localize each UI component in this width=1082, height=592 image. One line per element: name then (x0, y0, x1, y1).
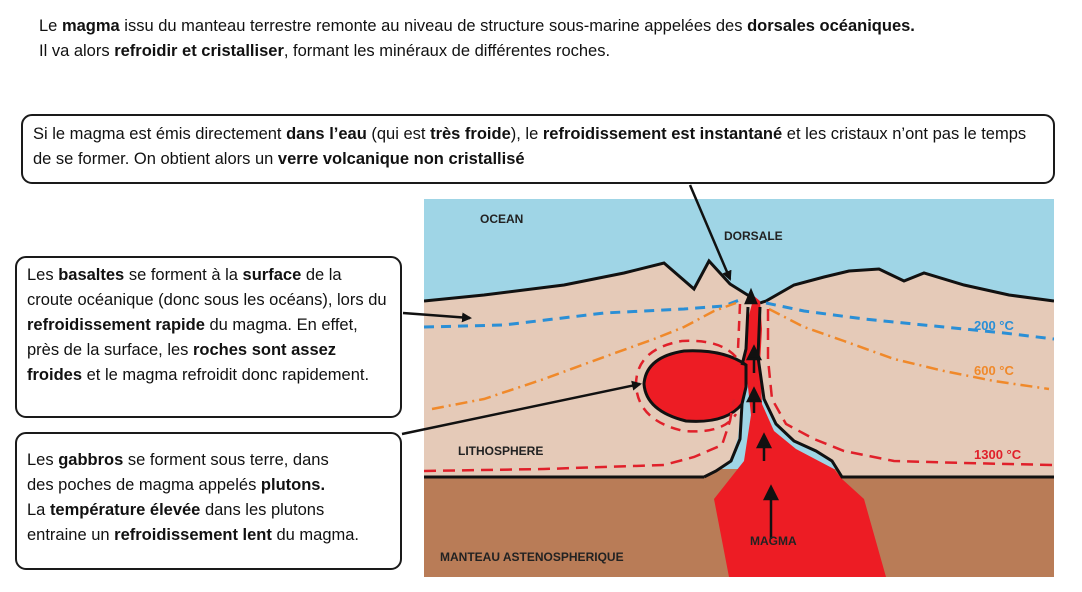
text-run-2: (qui est (366, 125, 431, 143)
label-lithosphere: LITHOSPHERE (458, 444, 543, 458)
magma-conduit-outline-left (703, 306, 750, 479)
text-run-0: Il va alors (39, 42, 115, 60)
bold-run-1: dans l’eau (286, 125, 367, 143)
ridge-cross-section-diagram: OCEAN DORSALE LITHOSPHERE MANTEAU ASTENO… (424, 199, 1054, 577)
bold-run-1: plutons. (260, 476, 326, 494)
text-run-2: dans les plutons (200, 501, 325, 519)
magma-flow-arrows (744, 287, 780, 539)
text-run-0: La (27, 501, 50, 519)
text-run-6: du magma. En effet, près de la surface, … (27, 316, 358, 359)
text-run-0: Si le magma est émis directement (33, 125, 287, 143)
isotherm-1300-left (424, 398, 736, 473)
bold-run-5: refroidissement rapide (27, 316, 205, 334)
bold-run-1: magma (61, 17, 120, 35)
label-magma: MAGMA (750, 534, 797, 548)
text-run-8: et le magma refroidit donc rapidement. (82, 366, 370, 384)
bold-run-1: basaltes (58, 266, 125, 284)
bold-run-3: surface (242, 266, 302, 284)
bold-run-1: gabbros (58, 451, 124, 469)
magma-pluton (642, 349, 748, 423)
callout-gabbros-line-4: entraine un refroidissement lent du magm… (27, 523, 390, 548)
label-isotherm-200: 200 °C (974, 318, 1015, 333)
callout-basaltes-text: Les basaltes se forment à la surface de … (27, 263, 390, 388)
bold-run-3: dorsales océaniques. (747, 17, 915, 35)
bold-run-1: refroidissement lent (114, 526, 272, 544)
text-run-2: issu du manteau terrestre remonte au niv… (119, 17, 748, 35)
bold-run-1: refroidir et cristalliser (114, 42, 284, 60)
text-run-2: , formant les minéraux de différentes ro… (283, 42, 611, 60)
magma-body (608, 296, 886, 577)
isotherm-600-left (431, 301, 737, 411)
intro-line-2: Il va alors refroidir et cristalliser, f… (39, 39, 1039, 64)
isotherm-1300-inner-left (736, 303, 742, 350)
callout-verre-text: Si le magma est émis directement dans l’… (33, 122, 1043, 172)
text-run-0: Les (27, 451, 59, 469)
text-run-0: Les (27, 266, 59, 284)
label-ocean: OCEAN (480, 212, 523, 226)
text-run-4: ), le (510, 125, 543, 143)
bold-run-7: verre volcanique non cristallisé (277, 150, 525, 168)
text-run-4: de la croute océanique (donc sous les oc… (27, 266, 387, 309)
label-manteau: MANTEAU ASTENOSPHERIQUE (440, 550, 624, 564)
bold-run-1: température élevée (49, 501, 201, 519)
isotherm-200-right (765, 301, 1054, 341)
text-run-2: se forment à la (124, 266, 243, 284)
label-dorsale: DORSALE (724, 229, 783, 243)
text-run-2: se forment sous terre, dans (123, 451, 329, 469)
ridge-outline-right (759, 267, 1054, 305)
callout-basaltes: Les basaltes se forment à la surface de … (15, 256, 402, 418)
text-run-0: entraine un (27, 526, 115, 544)
label-isotherm-1300: 1300 °C (974, 447, 1022, 462)
callout-gabbros-line-2: des poches de magma appelés plutons. (27, 473, 390, 498)
isotherm-1300-right (766, 309, 1054, 467)
bold-run-5: refroidissement est instantané (542, 125, 783, 143)
callout-verre-volcanique: Si le magma est émis directement dans l’… (21, 114, 1055, 184)
text-run-6: et les cristaux n’ont pas le temps de se… (33, 125, 1027, 168)
text-run-0: Le (39, 17, 62, 35)
intro-text: Le magma issu du manteau terrestre remon… (39, 14, 1039, 64)
text-run-0: des poches de magma appelés (27, 476, 261, 494)
text-run-2: du magma. (271, 526, 359, 544)
intro-line-1: Le magma issu du manteau terrestre remon… (39, 14, 1039, 39)
callout-gabbros-line-1: Les gabbros se forment sous terre, dans (27, 448, 390, 473)
bold-run-7: roches sont assez froides (27, 341, 337, 384)
callout-gabbros-line-3: La température élevée dans les plutons (27, 498, 390, 523)
callout-gabbros: Les gabbros se forment sous terre, dans … (15, 432, 402, 570)
label-isotherm-600: 600 °C (974, 363, 1015, 378)
bold-run-3: très froide (430, 125, 511, 143)
magma-conduit-outline-right (756, 306, 1054, 479)
